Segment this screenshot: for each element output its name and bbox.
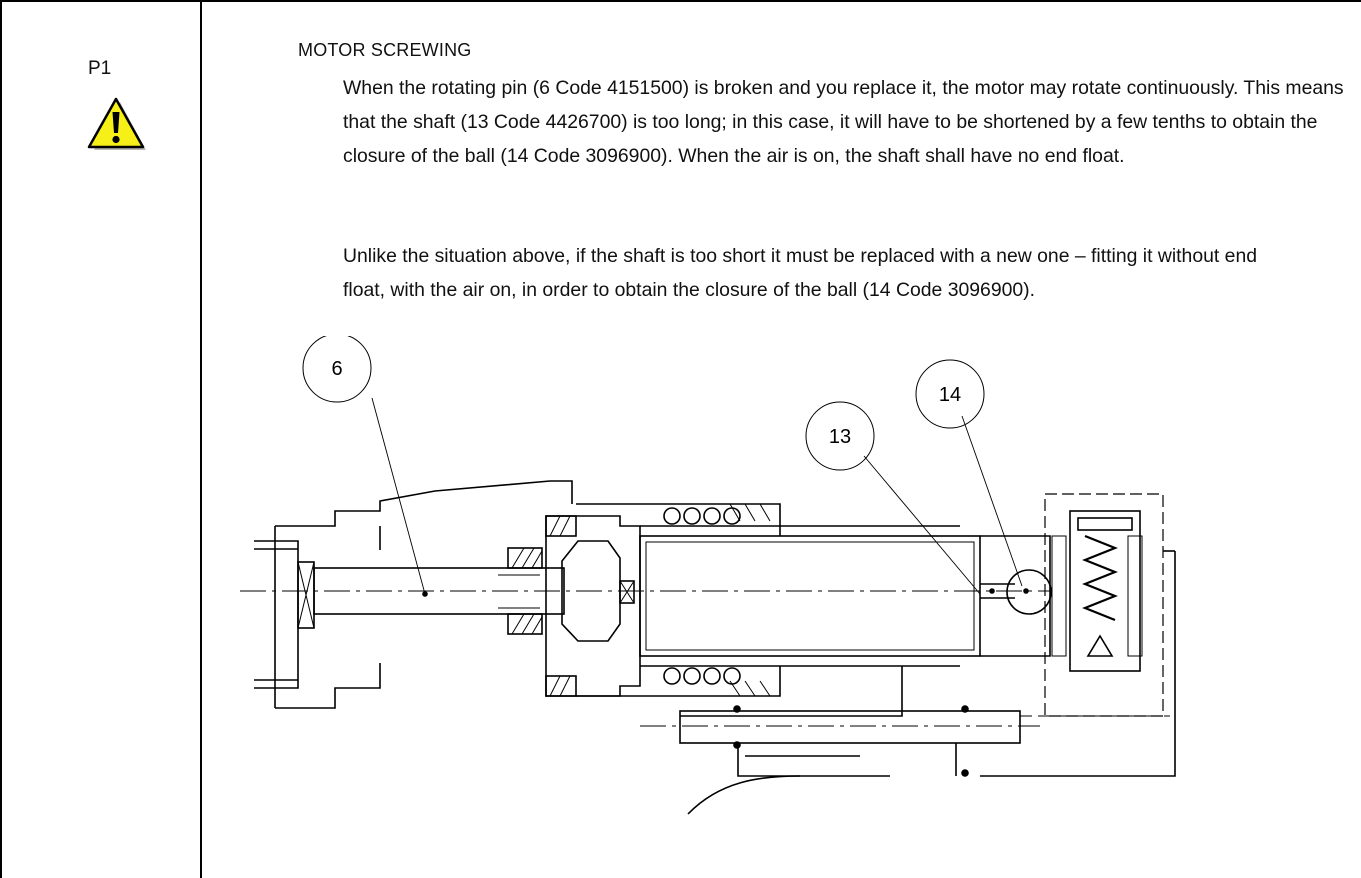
callout-13-label: 13 [829,426,851,448]
warning-triangle-icon [87,97,146,150]
paragraph-2: Unlike the situation above, if the shaft… [343,245,1258,301]
frame-left-border [0,0,2,878]
motor-assembly-drawing: 6 13 14 [240,336,1176,815]
column-divider [200,0,202,878]
callout-14-label: 14 [939,384,961,406]
paragraph-1: When the rotating pin (6 Code 4151500) i… [343,77,1344,167]
section-heading: MOTOR SCREWING [298,40,472,60]
frame-top-border [0,0,1361,2]
callout-6-label: 6 [331,358,342,380]
callout-6 [302,336,372,403]
callout-13 [805,401,875,471]
callout-14 [915,359,985,429]
row-reference: P1 [88,58,112,79]
